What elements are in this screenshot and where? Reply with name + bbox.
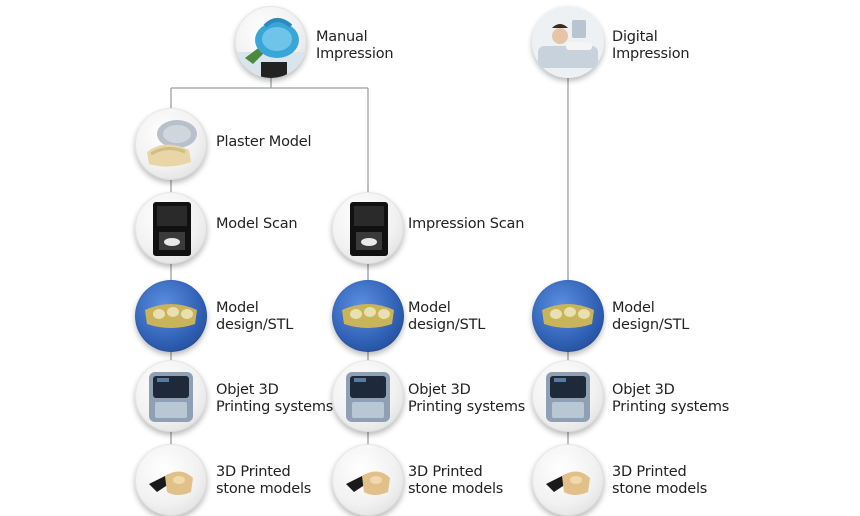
label-line: Model Scan (216, 216, 298, 232)
label-line: design/STL (408, 317, 486, 333)
label-line: design/STL (612, 317, 690, 333)
label-line: Printing systems (408, 399, 526, 415)
label-line: stone models (612, 481, 708, 497)
label-line: Model (216, 300, 259, 316)
label-line: stone models (408, 481, 504, 497)
label-line: Objet 3D (612, 382, 675, 398)
label-line: 3D Printed (612, 464, 687, 480)
stl-teeth-icon (332, 280, 404, 352)
label-line: Impression Scan (408, 216, 525, 232)
label-line: Objet 3D (408, 382, 471, 398)
label-line: 3D Printed (216, 464, 291, 480)
label-line: Digital (612, 29, 658, 45)
label-line: Model (408, 300, 451, 316)
label-line: Objet 3D (216, 382, 279, 398)
dental-tray-icon (235, 6, 307, 78)
plaster-model-icon (135, 108, 207, 180)
stone-model-icon (135, 444, 207, 516)
label-line: Model (612, 300, 655, 316)
label-line: Printing systems (216, 399, 334, 415)
stone-model-icon (332, 444, 404, 516)
label-line: Manual (316, 29, 368, 45)
label-line: 3D Printed (408, 464, 483, 480)
label-line: Plaster Model (216, 134, 312, 150)
stone-model-icon (532, 444, 604, 516)
patient-chair-icon (532, 6, 604, 78)
label-line: Impression (612, 46, 690, 62)
3d-printer-icon (532, 360, 604, 432)
3d-printer-icon (135, 360, 207, 432)
stl-teeth-icon (135, 280, 207, 352)
label-line: Printing systems (612, 399, 730, 415)
3d-printer-icon (332, 360, 404, 432)
scanner-icon (135, 192, 207, 264)
stl-teeth-icon (532, 280, 604, 352)
label-line: Impression (316, 46, 394, 62)
label-line: design/STL (216, 317, 294, 333)
scanner-icon (332, 192, 404, 264)
label-line: stone models (216, 481, 312, 497)
